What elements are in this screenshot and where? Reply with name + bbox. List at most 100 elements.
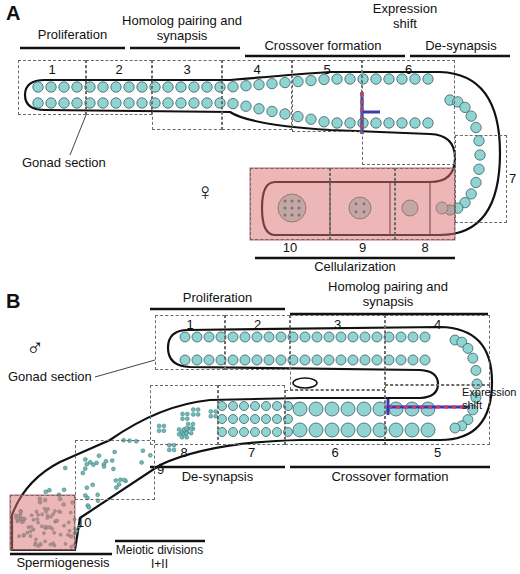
stage-bar: [150, 466, 285, 469]
sperm-cell: [162, 424, 166, 428]
germ-cell-nucleus: [293, 423, 307, 437]
germ-cell-nucleus: [300, 355, 310, 365]
sperm-cell: [185, 431, 189, 435]
stage-label: Meiotic divisions I+II: [112, 544, 207, 572]
section-number: 2: [226, 318, 289, 332]
germ-cell-nucleus: [420, 332, 430, 342]
sperm-cell: [185, 412, 189, 416]
section-number: 6: [363, 63, 454, 77]
germ-cell-nucleus: [228, 355, 238, 365]
leader-line: [95, 360, 155, 377]
germ-cell-nucleus: [396, 355, 406, 365]
sperm-cell: [185, 417, 189, 421]
section-number: 1: [19, 63, 85, 77]
germ-cell-nucleus: [371, 118, 381, 128]
germ-cell-nucleus: [251, 428, 260, 437]
sperm-cell: [83, 457, 87, 461]
sperm-cell: [209, 414, 213, 418]
germ-cell-nucleus: [124, 98, 134, 108]
sperm-cell: [162, 429, 166, 433]
sperm-cell: [81, 471, 85, 475]
germ-cell-nucleus: [33, 82, 43, 92]
sperm-cell: [167, 448, 171, 452]
germ-cell-nucleus: [72, 98, 82, 108]
gonad-section-box: 7: [455, 135, 507, 223]
section-number: 3: [153, 63, 221, 77]
germ-cell-nucleus: [262, 428, 271, 437]
germ-cell-nucleus: [460, 102, 470, 112]
germ-cell-nucleus: [325, 402, 339, 416]
sperm-cell: [97, 454, 101, 458]
germ-cell-nucleus: [262, 415, 271, 424]
sperm-cell: [184, 431, 188, 435]
germ-cell-nucleus: [189, 98, 199, 108]
stage-bars: [10, 48, 510, 554]
section-number: 8: [396, 241, 454, 255]
sperm-cell: [167, 443, 171, 447]
germ-cell-nucleus: [384, 118, 394, 128]
germ-cell-nucleus: [276, 332, 286, 342]
germ-cell-nucleus: [229, 402, 238, 411]
germ-cell-nucleus: [59, 98, 69, 108]
section-number: 7: [509, 172, 516, 186]
germ-cell-nucleus: [408, 332, 418, 342]
germ-cell-nucleus: [371, 74, 381, 84]
germ-cell-nucleus: [72, 82, 82, 92]
germ-cell-nucleus: [474, 136, 484, 146]
gonad-section-box: 1: [18, 60, 86, 115]
sperm-cell: [110, 459, 114, 463]
shift-line: [388, 405, 470, 408]
sperm-cell: [102, 465, 106, 469]
sperm-cell: [172, 448, 176, 452]
section-number: 6: [286, 446, 384, 460]
germ-cell-nucleus: [264, 332, 274, 342]
germ-cell-nucleus: [468, 353, 478, 363]
germ-cell-nucleus: [405, 423, 419, 437]
male-gonad-outline: [12, 327, 492, 550]
expression-shift-marks: [362, 92, 470, 415]
germ-cell-nucleus: [421, 423, 435, 437]
gonad-section-box: 4: [222, 60, 292, 130]
section-number: 3: [291, 318, 384, 332]
germ-cell-nucleus: [163, 82, 173, 92]
germ-cell-nucleus: [293, 402, 307, 416]
sperm-cell: [189, 426, 193, 430]
germ-cell-nucleus: [273, 402, 282, 411]
germ-cell-nucleus: [423, 118, 433, 128]
germ-cell-nucleus: [267, 106, 277, 116]
germ-cell-nucleus: [341, 402, 355, 416]
sperm-cell: [113, 450, 117, 454]
germ-cell-nucleus: [192, 355, 202, 365]
sperm-cell: [177, 427, 181, 431]
section-number: 2: [87, 63, 151, 77]
gonad-section-box: 10: [10, 495, 75, 550]
stage-bar: [255, 257, 455, 260]
germ-cell-nucleus: [325, 423, 339, 437]
sperm-cell: [185, 435, 189, 439]
sperm-cell: [172, 443, 176, 447]
germ-cell-nucleus: [341, 423, 355, 437]
section-number: 9: [331, 241, 394, 255]
stage-bar: [245, 55, 405, 58]
leader-line: [70, 115, 86, 155]
stage-bar: [290, 466, 490, 469]
sperm-cell: [181, 417, 185, 421]
germ-cell-nucleus: [273, 415, 282, 424]
sperm-cell: [63, 466, 67, 470]
gonad-section-box: 1: [155, 315, 225, 370]
germ-cell-nucleus: [33, 98, 43, 108]
germ-cell-nucleus: [397, 118, 407, 128]
germ-cell-nucleus: [306, 75, 316, 85]
gonad-section-box: 5: [292, 60, 362, 132]
stage-label: Homolog pairing and synapsis: [118, 14, 246, 44]
sperm-cell: [62, 488, 66, 492]
germ-cell-nucleus: [163, 98, 173, 108]
germ-cell-nucleus: [176, 98, 186, 108]
sperm-cell: [87, 505, 91, 509]
stage-bar: [150, 308, 285, 311]
germ-cell-nucleus: [267, 78, 277, 88]
germ-cell-nucleus: [202, 82, 212, 92]
sperm-cell: [118, 478, 122, 482]
sperm-cell: [157, 424, 161, 428]
